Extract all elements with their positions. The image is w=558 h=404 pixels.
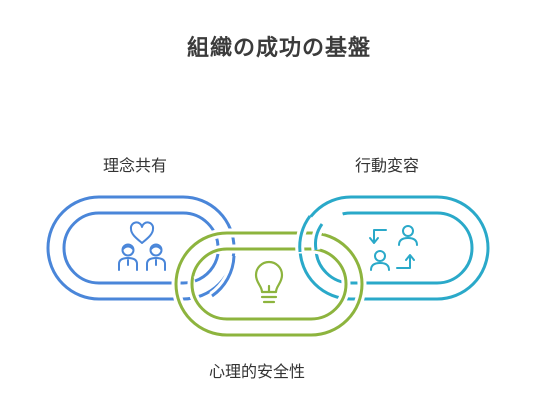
chain-interlock-right <box>295 207 344 253</box>
chain-link-right <box>298 195 490 301</box>
label-psychological-safety: 心理的安全性 <box>209 362 306 381</box>
diagram-title: 組織の成功の基盤 <box>186 36 371 61</box>
lightbulb-icon <box>254 260 284 304</box>
behavior-change-arrows-people-icon <box>369 225 418 271</box>
chain-link-middle <box>171 228 367 340</box>
label-behavior-change: 行動変容 <box>355 156 420 175</box>
chain-link-left <box>46 195 236 301</box>
label-shared-philosophy: 理念共有 <box>103 156 168 175</box>
chain-interlock-left <box>193 252 239 300</box>
shared-vision-people-heart-icon <box>118 221 166 271</box>
